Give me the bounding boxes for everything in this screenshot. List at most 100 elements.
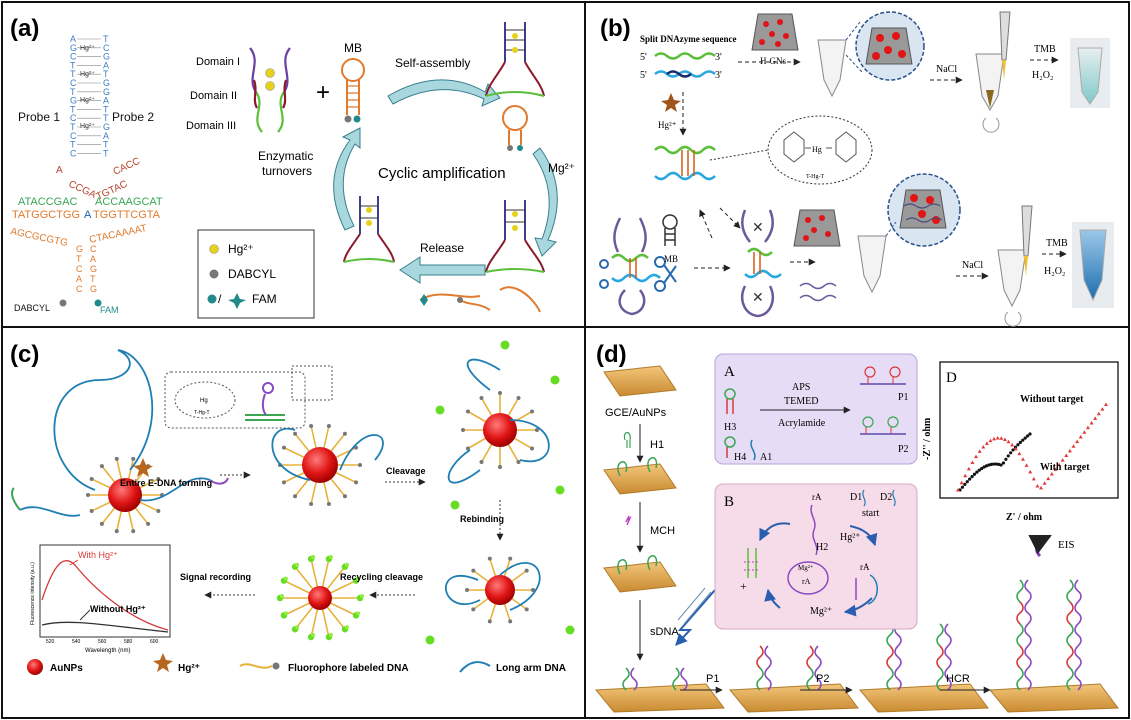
dnazyme-complex-left — [611, 217, 661, 316]
seq-orange-left: TATGGCTGG — [12, 209, 80, 221]
mg-inner-label: Mg²⁺ — [798, 564, 814, 572]
nyquist-with-point — [1093, 416, 1098, 420]
t-hg-t-label-c: T-Hg-T — [194, 410, 210, 416]
nyquist-with-point — [1031, 476, 1036, 481]
fluorophore-star-icon — [565, 625, 575, 635]
cleavage-label: Cleavage — [386, 466, 426, 476]
aunp-core — [308, 586, 332, 610]
with-hg-label: With Hg²⁺ — [78, 550, 118, 560]
stem2-base: A — [76, 274, 82, 284]
nyquist-with-point — [1028, 469, 1033, 474]
fluorophore-star-icon — [450, 500, 460, 510]
result-photo-1 — [1070, 38, 1110, 108]
hg-ion — [366, 220, 372, 226]
panel-b: (b) Split DNAzyme sequence 5' 3' 5' 3' H… — [599, 11, 1114, 327]
mg-label-d: Mg²⁺ — [810, 606, 832, 617]
without-target-label: Without target — [1020, 394, 1084, 405]
dabcyl-dot — [457, 297, 463, 303]
stem-base: T — [103, 148, 109, 158]
electrode-plate — [603, 365, 677, 397]
complex-bottom-right — [485, 200, 545, 313]
nacl-label-1: NaCl — [936, 64, 957, 75]
fam-dot — [353, 115, 361, 123]
plus-sign-d: + — [740, 579, 747, 593]
stem-base: T — [70, 60, 76, 70]
nyquist-with-point — [999, 436, 1004, 440]
three-prime-1: 3' — [715, 52, 722, 63]
tmb-label-1: TMB — [1034, 44, 1056, 55]
nyquist-with-point — [995, 436, 1000, 440]
stem-base: G — [103, 122, 110, 132]
fam-star-icon — [420, 294, 428, 306]
fam-legend-icon — [207, 294, 217, 304]
d1-label: D1 — [850, 492, 862, 503]
legend-dabcyl: DABCYL — [228, 267, 276, 281]
electrode-plate — [603, 463, 677, 495]
with-hg-curve — [41, 560, 169, 631]
fam-dot — [517, 145, 523, 151]
without-hg-curve — [41, 621, 169, 633]
nyquist-with-point — [1006, 439, 1011, 444]
nyquist-with-point — [981, 444, 986, 449]
hcr-label: HCR — [946, 673, 970, 685]
box-b-label: B — [724, 494, 734, 510]
stem2-base: A — [90, 254, 96, 264]
stem-base: G — [70, 43, 77, 53]
split-strand-2 — [654, 70, 716, 78]
stem-base: T — [103, 69, 109, 79]
spectrum-xlabel: Wavelength (nm) — [85, 648, 130, 654]
nyquist-with-point — [977, 449, 982, 453]
stem-base: T — [103, 34, 109, 44]
aunp-particle — [278, 424, 362, 506]
zoom-circle-1 — [845, 11, 925, 81]
spectrum-xtick: 560 — [98, 639, 107, 645]
stem2-base: G — [90, 264, 97, 274]
loop-top-right: CACC — [112, 156, 142, 178]
fluor-dna-legend-icon — [239, 663, 273, 669]
gce-label: GCE/AuNPs — [605, 407, 667, 419]
ra-label-2: rA — [802, 577, 811, 586]
hg-legend-icon — [209, 244, 219, 254]
fluorescence-spectrum-inset: With Hg²⁺ Without Hg²⁺ Fluorescence inte… — [30, 544, 171, 654]
stem-base: G — [103, 78, 110, 88]
h3-label: H3 — [724, 422, 736, 433]
hgns-sheet-2 — [793, 209, 841, 247]
nyquist-without-point — [977, 468, 981, 472]
stem-base: C — [70, 78, 77, 88]
sdna-label: sDNA — [650, 626, 679, 638]
stem-base: G — [103, 52, 110, 62]
stem-base: T — [70, 104, 76, 114]
pipette-tube-1 — [975, 11, 1011, 133]
eis-label: EIS — [1058, 539, 1075, 551]
stem-hg-label: Hg²⁺ — [80, 71, 95, 78]
stem-base: T — [103, 113, 109, 123]
scissors-icon — [654, 256, 677, 292]
nyquist-with-point — [959, 480, 964, 485]
hg-ion — [512, 211, 518, 217]
panel-d: (d) GCE/AuNPs H1 MCH sDNA P1 P2 HCR A — [594, 341, 1119, 713]
nyquist-without-point — [1025, 434, 1030, 438]
h2o2-label-1: H₂O₂ — [1032, 70, 1053, 81]
nyquist-with-point — [966, 466, 971, 471]
nyquist-with-point — [1010, 442, 1015, 447]
nyquist-without-point — [1011, 448, 1015, 452]
nyquist-with-point — [963, 473, 968, 478]
hg-ion — [512, 225, 518, 231]
spectrum-xtick: 580 — [124, 639, 133, 645]
cut-mark: ✕ — [752, 289, 764, 305]
domain-2-label: Domain II — [190, 90, 237, 102]
nyquist-without-point — [972, 472, 977, 476]
with-target-label: With target — [1040, 462, 1090, 473]
tube-1 — [817, 39, 847, 98]
hg-ion — [265, 68, 275, 78]
nyquist-without-point — [994, 462, 998, 466]
cycle-arrows — [333, 79, 558, 284]
stem-base: A — [70, 34, 76, 44]
box-a: A H3 H4 A1 APS TEMED Acrylamide P1 P2 — [714, 353, 918, 465]
hg-chem-label-c: Hg — [200, 398, 208, 404]
box-d-label: D — [946, 370, 957, 386]
p2-box-label: P2 — [898, 444, 909, 455]
h2-label: H2 — [816, 542, 828, 553]
stem2-base: C — [90, 244, 97, 254]
arrow — [699, 209, 713, 239]
